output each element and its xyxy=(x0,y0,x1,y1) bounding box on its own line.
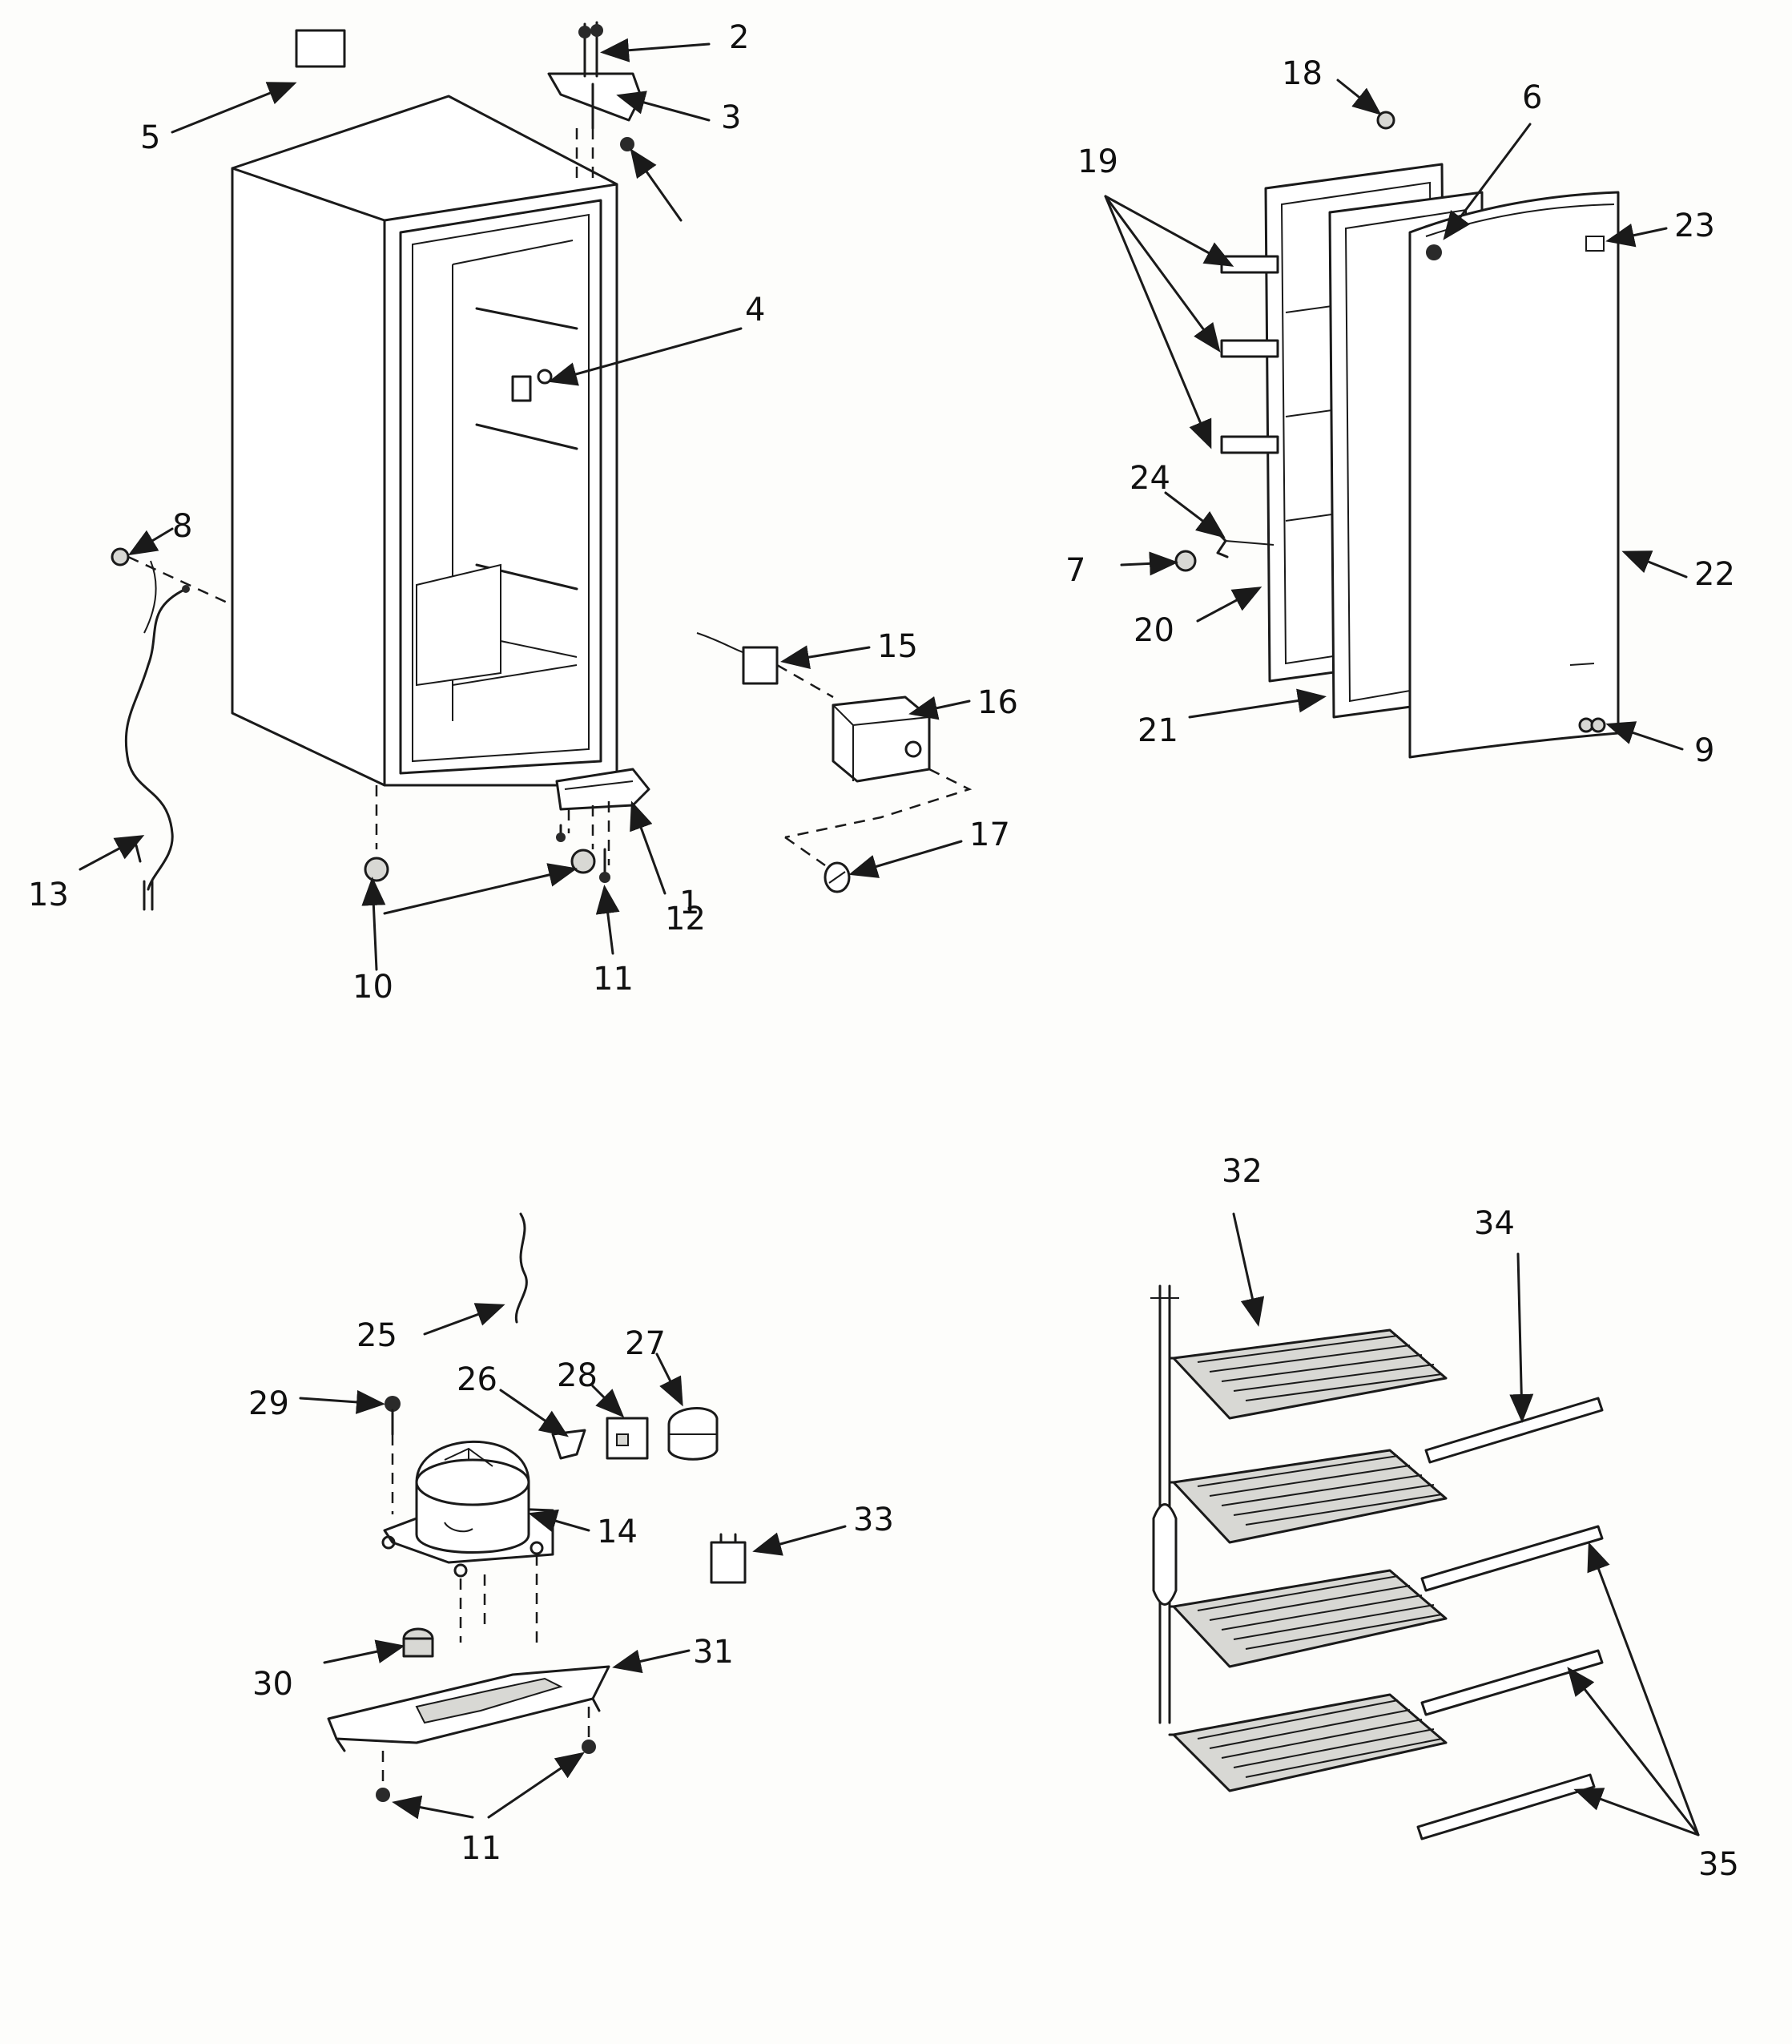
callout-31: 31 xyxy=(693,1634,734,1671)
callout-16: 16 xyxy=(977,684,1018,721)
capacitor xyxy=(710,1541,747,1584)
thermostat-box xyxy=(511,375,532,402)
door-badge xyxy=(1585,236,1605,252)
callout-13: 13 xyxy=(28,877,69,913)
evaporator-assembly xyxy=(1150,1284,1604,1840)
callout-34: 34 xyxy=(1474,1205,1515,1242)
shelf-rail xyxy=(1416,1773,1596,1840)
hinge-pin-icon xyxy=(1426,244,1442,260)
callout-26: 26 xyxy=(457,1361,497,1398)
callout-11-cabinet: 11 xyxy=(593,961,634,998)
callout-1: 1 xyxy=(679,885,699,921)
wire-harness xyxy=(514,1212,528,1324)
screw-icon xyxy=(578,26,591,38)
control-knob-part xyxy=(742,646,779,685)
power-cord xyxy=(124,587,187,891)
callout-24: 24 xyxy=(1130,460,1170,497)
evaporator-shelf xyxy=(1172,1569,1448,1668)
callout-30: 30 xyxy=(252,1666,293,1703)
accumulator xyxy=(1152,1503,1178,1606)
overload-protector xyxy=(551,1429,586,1460)
bottom-hinge xyxy=(555,768,650,811)
callout-labels: 1 2 3 4 5 6 7 8 9 10 11 12 13 14 15 16 1… xyxy=(28,19,1739,1883)
callout-5: 5 xyxy=(140,119,160,156)
door-shelf xyxy=(1220,339,1279,358)
cabinet-opening xyxy=(399,199,602,775)
door-stop-icon xyxy=(1590,717,1606,733)
screw-icon xyxy=(385,1396,401,1412)
callout-19: 19 xyxy=(1077,143,1118,180)
callout-25: 25 xyxy=(356,1317,397,1354)
evaporator-shelf xyxy=(1172,1693,1448,1792)
callout-9: 9 xyxy=(1694,732,1714,769)
evaporator-shelf xyxy=(1172,1328,1448,1420)
callout-21: 21 xyxy=(1138,712,1178,749)
shelf-rail xyxy=(1420,1649,1604,1716)
plug-icon xyxy=(143,880,154,911)
hinge-bushing xyxy=(1376,111,1395,130)
callout-35: 35 xyxy=(1698,1846,1739,1883)
callout-32: 32 xyxy=(1222,1153,1262,1190)
callout-12: 12 xyxy=(665,901,706,937)
callout-22: 22 xyxy=(1694,556,1735,593)
callout-33: 33 xyxy=(853,1502,894,1538)
ground-screw xyxy=(111,547,130,566)
door-bumper xyxy=(1174,550,1197,572)
callout-7: 7 xyxy=(1065,552,1085,589)
thermostat-housing xyxy=(832,695,931,783)
cabinet-assembly xyxy=(111,21,973,911)
callout-17: 17 xyxy=(969,816,1010,853)
screw-icon xyxy=(376,1788,390,1802)
callout-2: 2 xyxy=(729,19,749,56)
door-assembly xyxy=(1174,111,1620,759)
shelf-rail xyxy=(1424,1397,1604,1464)
leveling-leg xyxy=(570,849,596,874)
callout-28: 28 xyxy=(557,1357,598,1394)
compressor-assembly xyxy=(327,1212,747,1802)
callout-20: 20 xyxy=(1134,612,1174,649)
callout-27: 27 xyxy=(625,1325,666,1362)
bushing-icon xyxy=(620,137,634,151)
callout-3: 3 xyxy=(721,99,741,136)
callout-18: 18 xyxy=(1282,55,1323,92)
shelf-rail xyxy=(1420,1525,1604,1592)
callout-4: 4 xyxy=(745,292,765,329)
callout-29: 29 xyxy=(248,1385,289,1422)
callout-6: 6 xyxy=(1522,79,1542,116)
callout-23: 23 xyxy=(1674,208,1715,244)
callout-14: 14 xyxy=(597,1514,638,1550)
screw-icon xyxy=(582,1740,596,1754)
screw-icon xyxy=(590,24,603,37)
leveling-leg xyxy=(364,857,389,882)
leader-lines xyxy=(79,38,1700,1836)
evaporator-shelf xyxy=(1172,1449,1448,1544)
door-shelf xyxy=(1220,435,1279,454)
door-panel xyxy=(1408,191,1620,759)
callout-15: 15 xyxy=(877,628,918,665)
callout-10: 10 xyxy=(352,969,393,1006)
label-plate xyxy=(295,29,346,68)
callout-8: 8 xyxy=(172,508,192,545)
callout-11-compressor: 11 xyxy=(461,1830,501,1867)
